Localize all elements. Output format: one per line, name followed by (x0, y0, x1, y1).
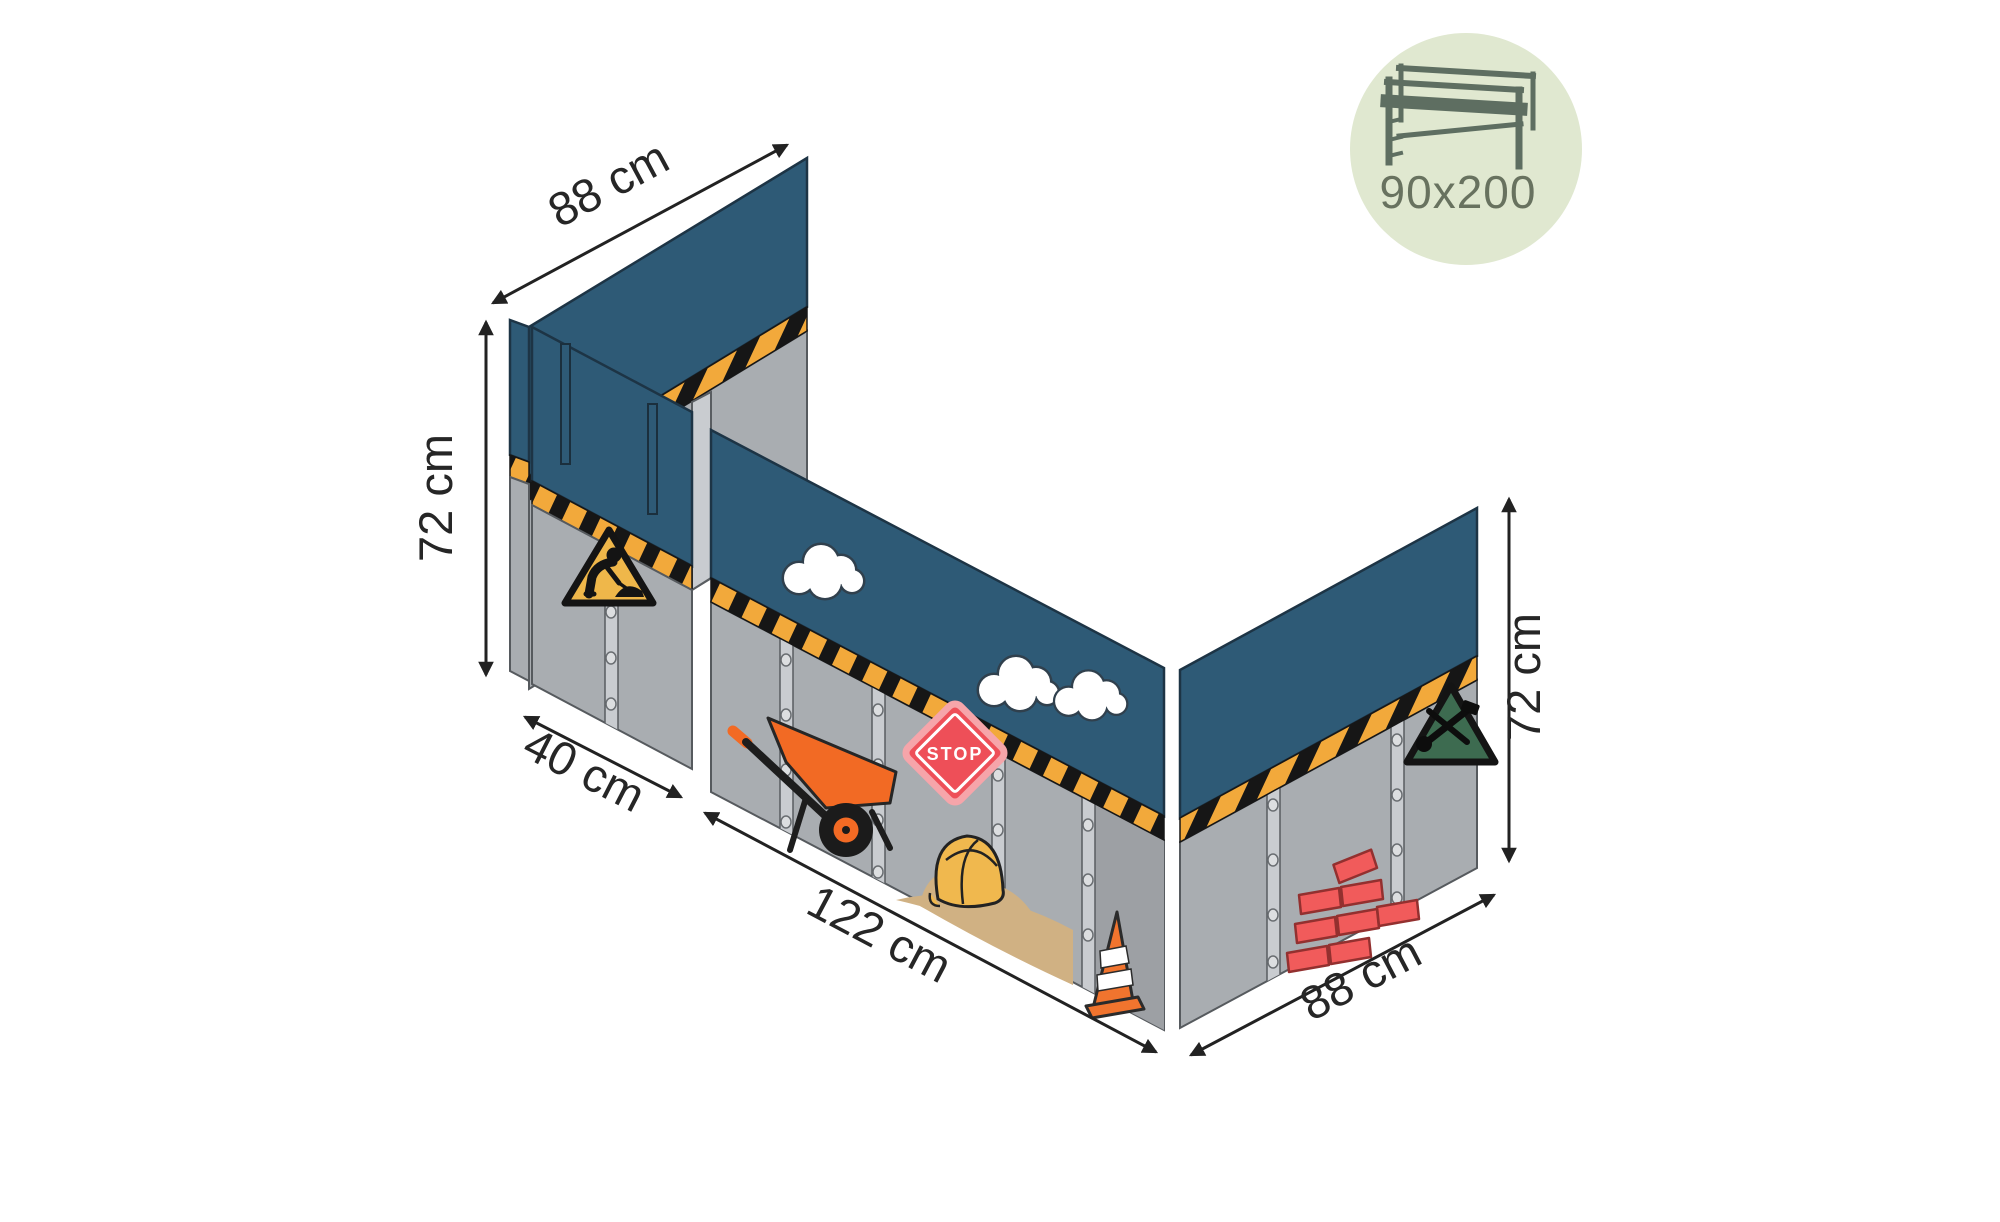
dim-arrow-front-width (702, 811, 1159, 1054)
cloud (781, 542, 866, 601)
badge-circle (1350, 33, 1582, 265)
dimensions (478, 143, 1517, 1057)
curtain-slit (560, 343, 571, 465)
left-edge-strip (508, 318, 531, 683)
digging-man-glyph (583, 547, 644, 599)
cloud (976, 654, 1061, 713)
size-badge: 90x200 (1350, 33, 1582, 265)
tools-sign (1403, 682, 1499, 766)
curtain-slit (647, 403, 658, 515)
loft-bed-icon (1380, 63, 1537, 170)
dimension-label-right-height: 72 cm (1497, 613, 1550, 741)
dimension-label-top: 88 cm (539, 130, 677, 237)
construction-worker-sign (561, 526, 657, 607)
stop-sign-label: STOP (927, 744, 984, 764)
dim-arrow-right-width (1188, 893, 1497, 1057)
dim-arrow-front-left-width (522, 715, 684, 799)
front-caution-stripe (710, 576, 1165, 842)
right-caution-stripe (1179, 654, 1478, 844)
dim-arrow-top-width (490, 143, 790, 305)
crossed-tools-glyph (1416, 700, 1480, 752)
stop-sign: STOP (902, 700, 1008, 806)
badge-size-label: 90x200 (1380, 166, 1537, 218)
dimension-label-left-height: 72 cm (409, 434, 462, 562)
wheelbarrow-tub (766, 716, 898, 810)
edge-strip-gray (509, 475, 530, 683)
corner-pole (691, 390, 712, 592)
cloud (1052, 669, 1129, 722)
edge-strip-blue (508, 318, 531, 464)
